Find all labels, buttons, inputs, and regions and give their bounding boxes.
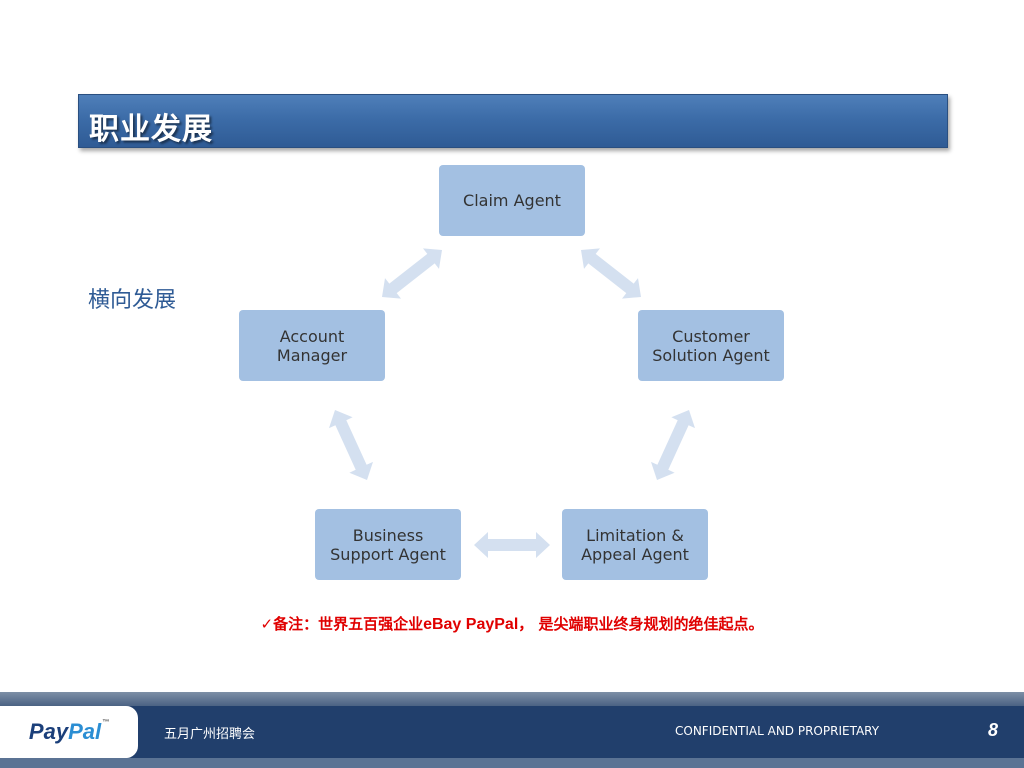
node-claim-agent: Claim Agent: [439, 165, 585, 236]
node-account-manager: Account Manager: [239, 310, 385, 381]
arrow-account-claim: [382, 248, 442, 299]
footer-bottom-band: [0, 758, 1024, 768]
logo-pal: Pal: [68, 719, 102, 744]
footer-event: 五月广州招聘会: [164, 727, 256, 742]
arrow-business-account: [329, 410, 373, 480]
arrow-customer-limitation: [651, 410, 695, 480]
note: ✓备注：世界五百强企业eBay PayPal， 是尖端职业终身规划的绝佳起点。: [0, 613, 1024, 634]
arrow-claim-customer: [581, 248, 641, 299]
side-label: 横向发展: [88, 288, 177, 313]
page-number: 8: [988, 720, 999, 740]
footer-top-band: [0, 692, 1024, 706]
note-prefix: ✓备注：世界五百强企业: [260, 615, 424, 633]
paypal-logo-text: PayPal™: [29, 719, 109, 745]
logo-pay: Pay: [28, 719, 69, 744]
title-bar: 职业发展: [78, 94, 948, 148]
footer-confidential: CONFIDENTIAL AND PROPRIETARY: [675, 724, 880, 738]
slide-title: 职业发展: [89, 112, 213, 147]
paypal-logo: PayPal™: [0, 706, 138, 758]
node-limitation-appeal-agent: Limitation & Appeal Agent: [562, 509, 708, 580]
footer-band: [0, 706, 1024, 758]
note-brand: eBay PayPal: [423, 616, 519, 633]
node-customer-solution-agent: Customer Solution Agent: [638, 310, 784, 381]
arrow-limitation-business: [474, 532, 550, 558]
note-suffix: ， 是尖端职业终身规划的绝佳起点。: [518, 615, 764, 633]
node-business-support-agent: Business Support Agent: [315, 509, 461, 580]
logo-tm: ™: [102, 719, 110, 726]
